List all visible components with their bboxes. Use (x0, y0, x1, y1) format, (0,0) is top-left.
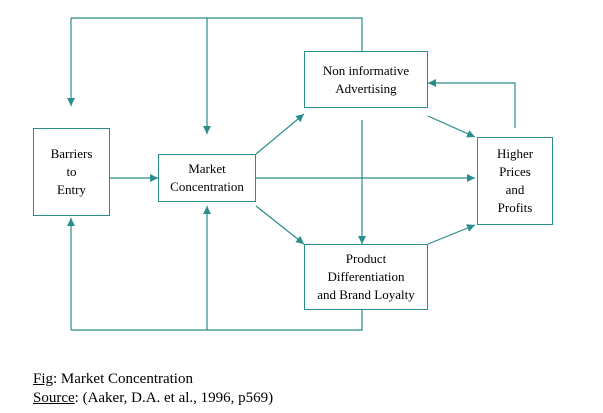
node-barriers-to-entry: Barriers to Entry (33, 128, 110, 216)
edge-advertising-to-top-loop (71, 17, 363, 51)
source-caption-line: Source: (Aaker, D.A. et al., 1996, p569) (33, 389, 273, 408)
fig-title: : Market Concentration (53, 371, 193, 387)
edge-differentiation-to-prices (427, 224, 476, 245)
edge-concentration-to-differentiation (255, 205, 305, 245)
fig-caption-line: Fig: Market Concentration (33, 370, 273, 389)
source-citation: : (Aaker, D.A. et al., 1996, p569) (74, 390, 274, 406)
node-non-informative-advertising: Non informative Advertising (304, 51, 428, 108)
fig-label: Fig (33, 371, 54, 387)
node-market-concentration: Market Concentration (158, 154, 256, 202)
edge-prices-to-advertising (428, 79, 516, 128)
edge-concentration-to-advertising (255, 113, 305, 155)
edge-differentiation-to-bottom-loop (71, 310, 363, 331)
node-product-differentiation: Product Differentiation and Brand Loyalt… (304, 244, 428, 310)
node-higher-prices-and-profits: Higher Prices and Profits (477, 137, 553, 225)
edge-advertising-to-prices (427, 115, 476, 138)
figure-caption: Fig: Market Concentration Source: (Aaker… (33, 370, 273, 408)
source-label: Source (33, 390, 75, 406)
